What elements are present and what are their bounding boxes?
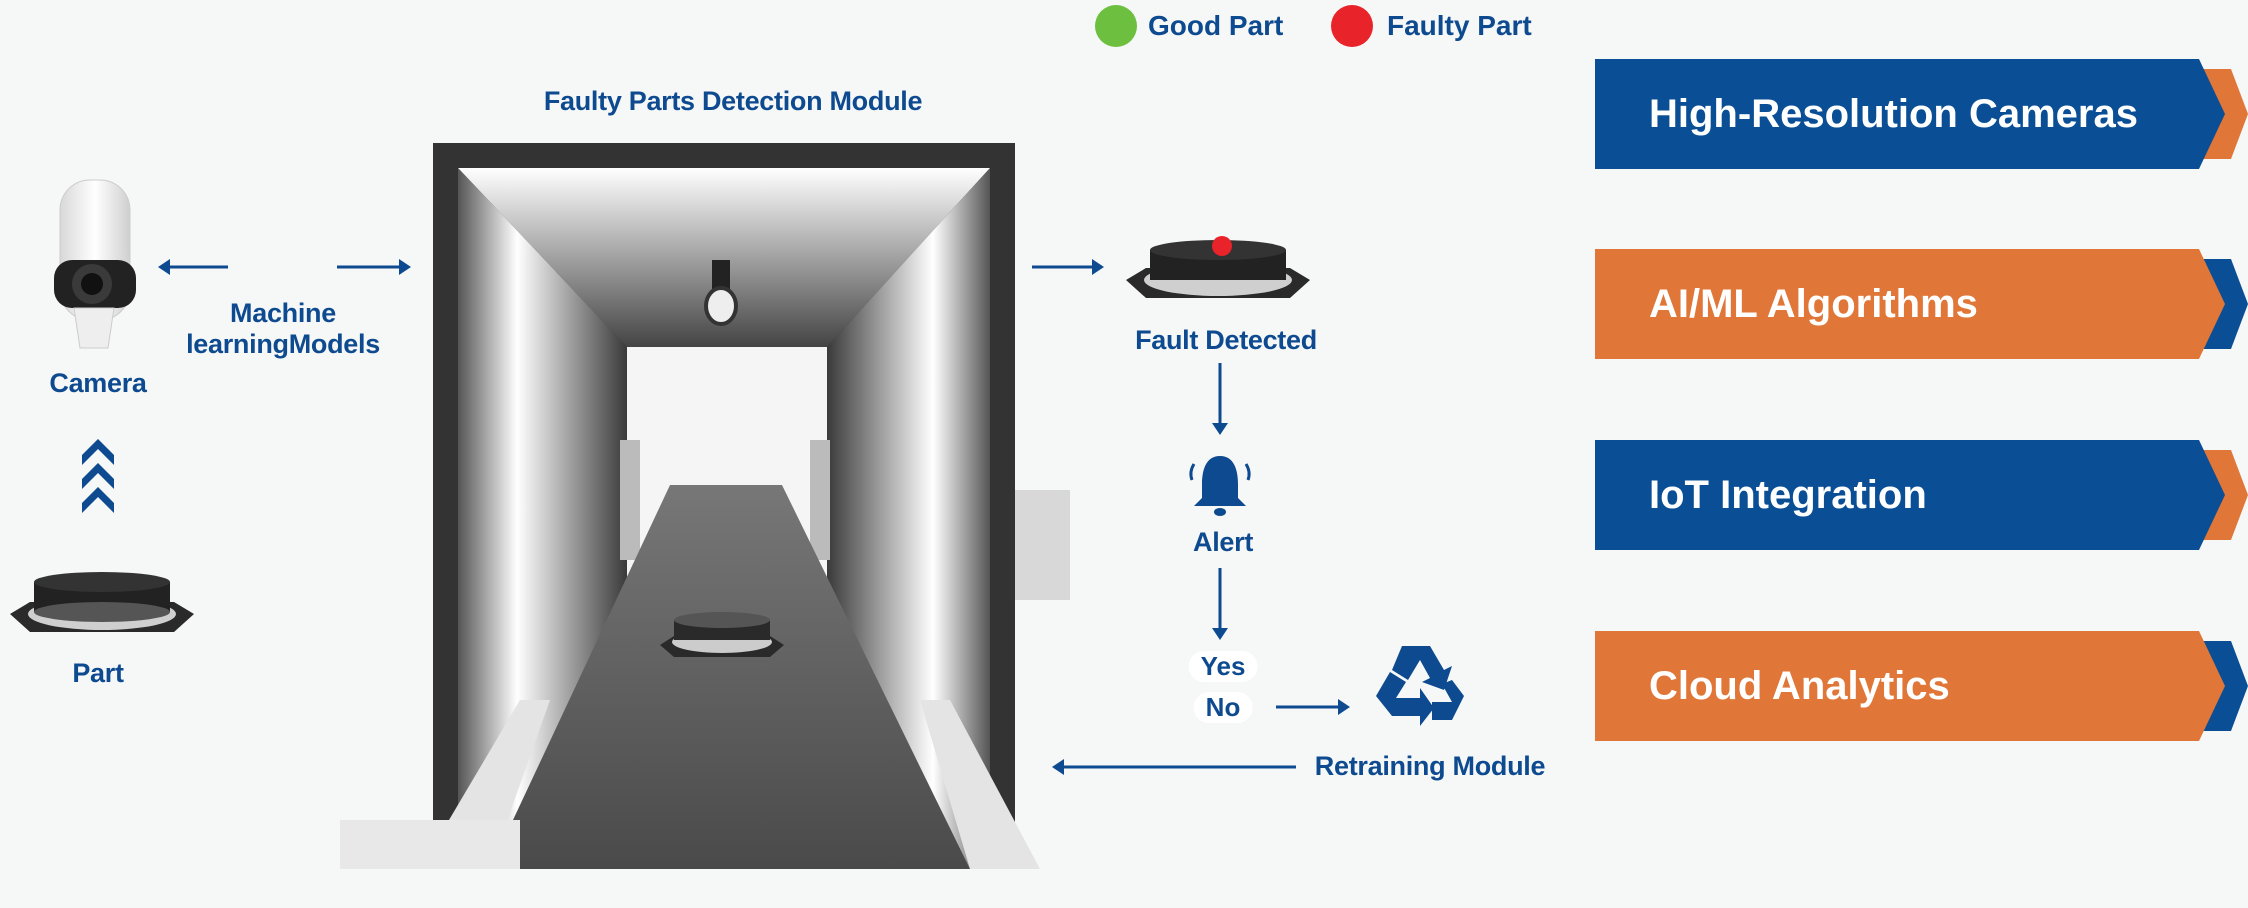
detection-tunnel-image: [340, 143, 1070, 869]
good-part-dot: [1095, 5, 1137, 47]
banner-high-resolution-cameras: High-Resolution Cameras: [1595, 59, 2248, 169]
part-label: Part: [72, 658, 124, 688]
retraining-module-label: Retraining Module: [1314, 751, 1546, 781]
banner-label: IoT Integration: [1649, 473, 1927, 517]
faulty-part-label: Faulty Part: [1387, 10, 1532, 41]
arrow-left-icon: [158, 259, 228, 275]
banner-iot-integration: IoT Integration: [1595, 440, 2248, 550]
arrow-right-icon: [1276, 699, 1350, 715]
alert-label: Alert: [1192, 527, 1254, 557]
arrow-left-icon: [1052, 759, 1296, 775]
recycle-icon: [1376, 646, 1464, 726]
chevrons-up-icon: [82, 439, 114, 513]
faulty-part-dot: [1331, 5, 1373, 47]
arrow-right-icon: [1032, 259, 1104, 275]
banner-ai-ml-algorithms: AI/ML Algorithms: [1595, 249, 2248, 359]
banner-label: Cloud Analytics: [1649, 664, 1950, 708]
no-option: No: [1193, 692, 1253, 723]
arrow-right-icon: [337, 259, 411, 275]
faulty-part-icon: [1126, 236, 1310, 298]
ml-label-line2: learningModels: [186, 329, 380, 359]
module-title: Faulty Parts Detection Module: [543, 86, 923, 116]
arrow-down-icon: [1212, 363, 1228, 435]
alert-bell-icon: [1189, 456, 1251, 516]
banner-label: High-Resolution Cameras: [1649, 92, 2138, 136]
good-part-label: Good Part: [1148, 10, 1284, 41]
arrow-down-icon: [1212, 568, 1228, 640]
fault-detected-label: Fault Detected: [1135, 325, 1317, 355]
camera-icon: [54, 179, 136, 349]
yes-option: Yes: [1188, 651, 1258, 682]
banner-label: AI/ML Algorithms: [1649, 282, 1978, 326]
banner-cloud-analytics: Cloud Analytics: [1595, 631, 2248, 741]
ml-label-line1: Machine: [230, 298, 336, 328]
part-icon: [10, 572, 194, 632]
camera-label: Camera: [49, 368, 147, 398]
